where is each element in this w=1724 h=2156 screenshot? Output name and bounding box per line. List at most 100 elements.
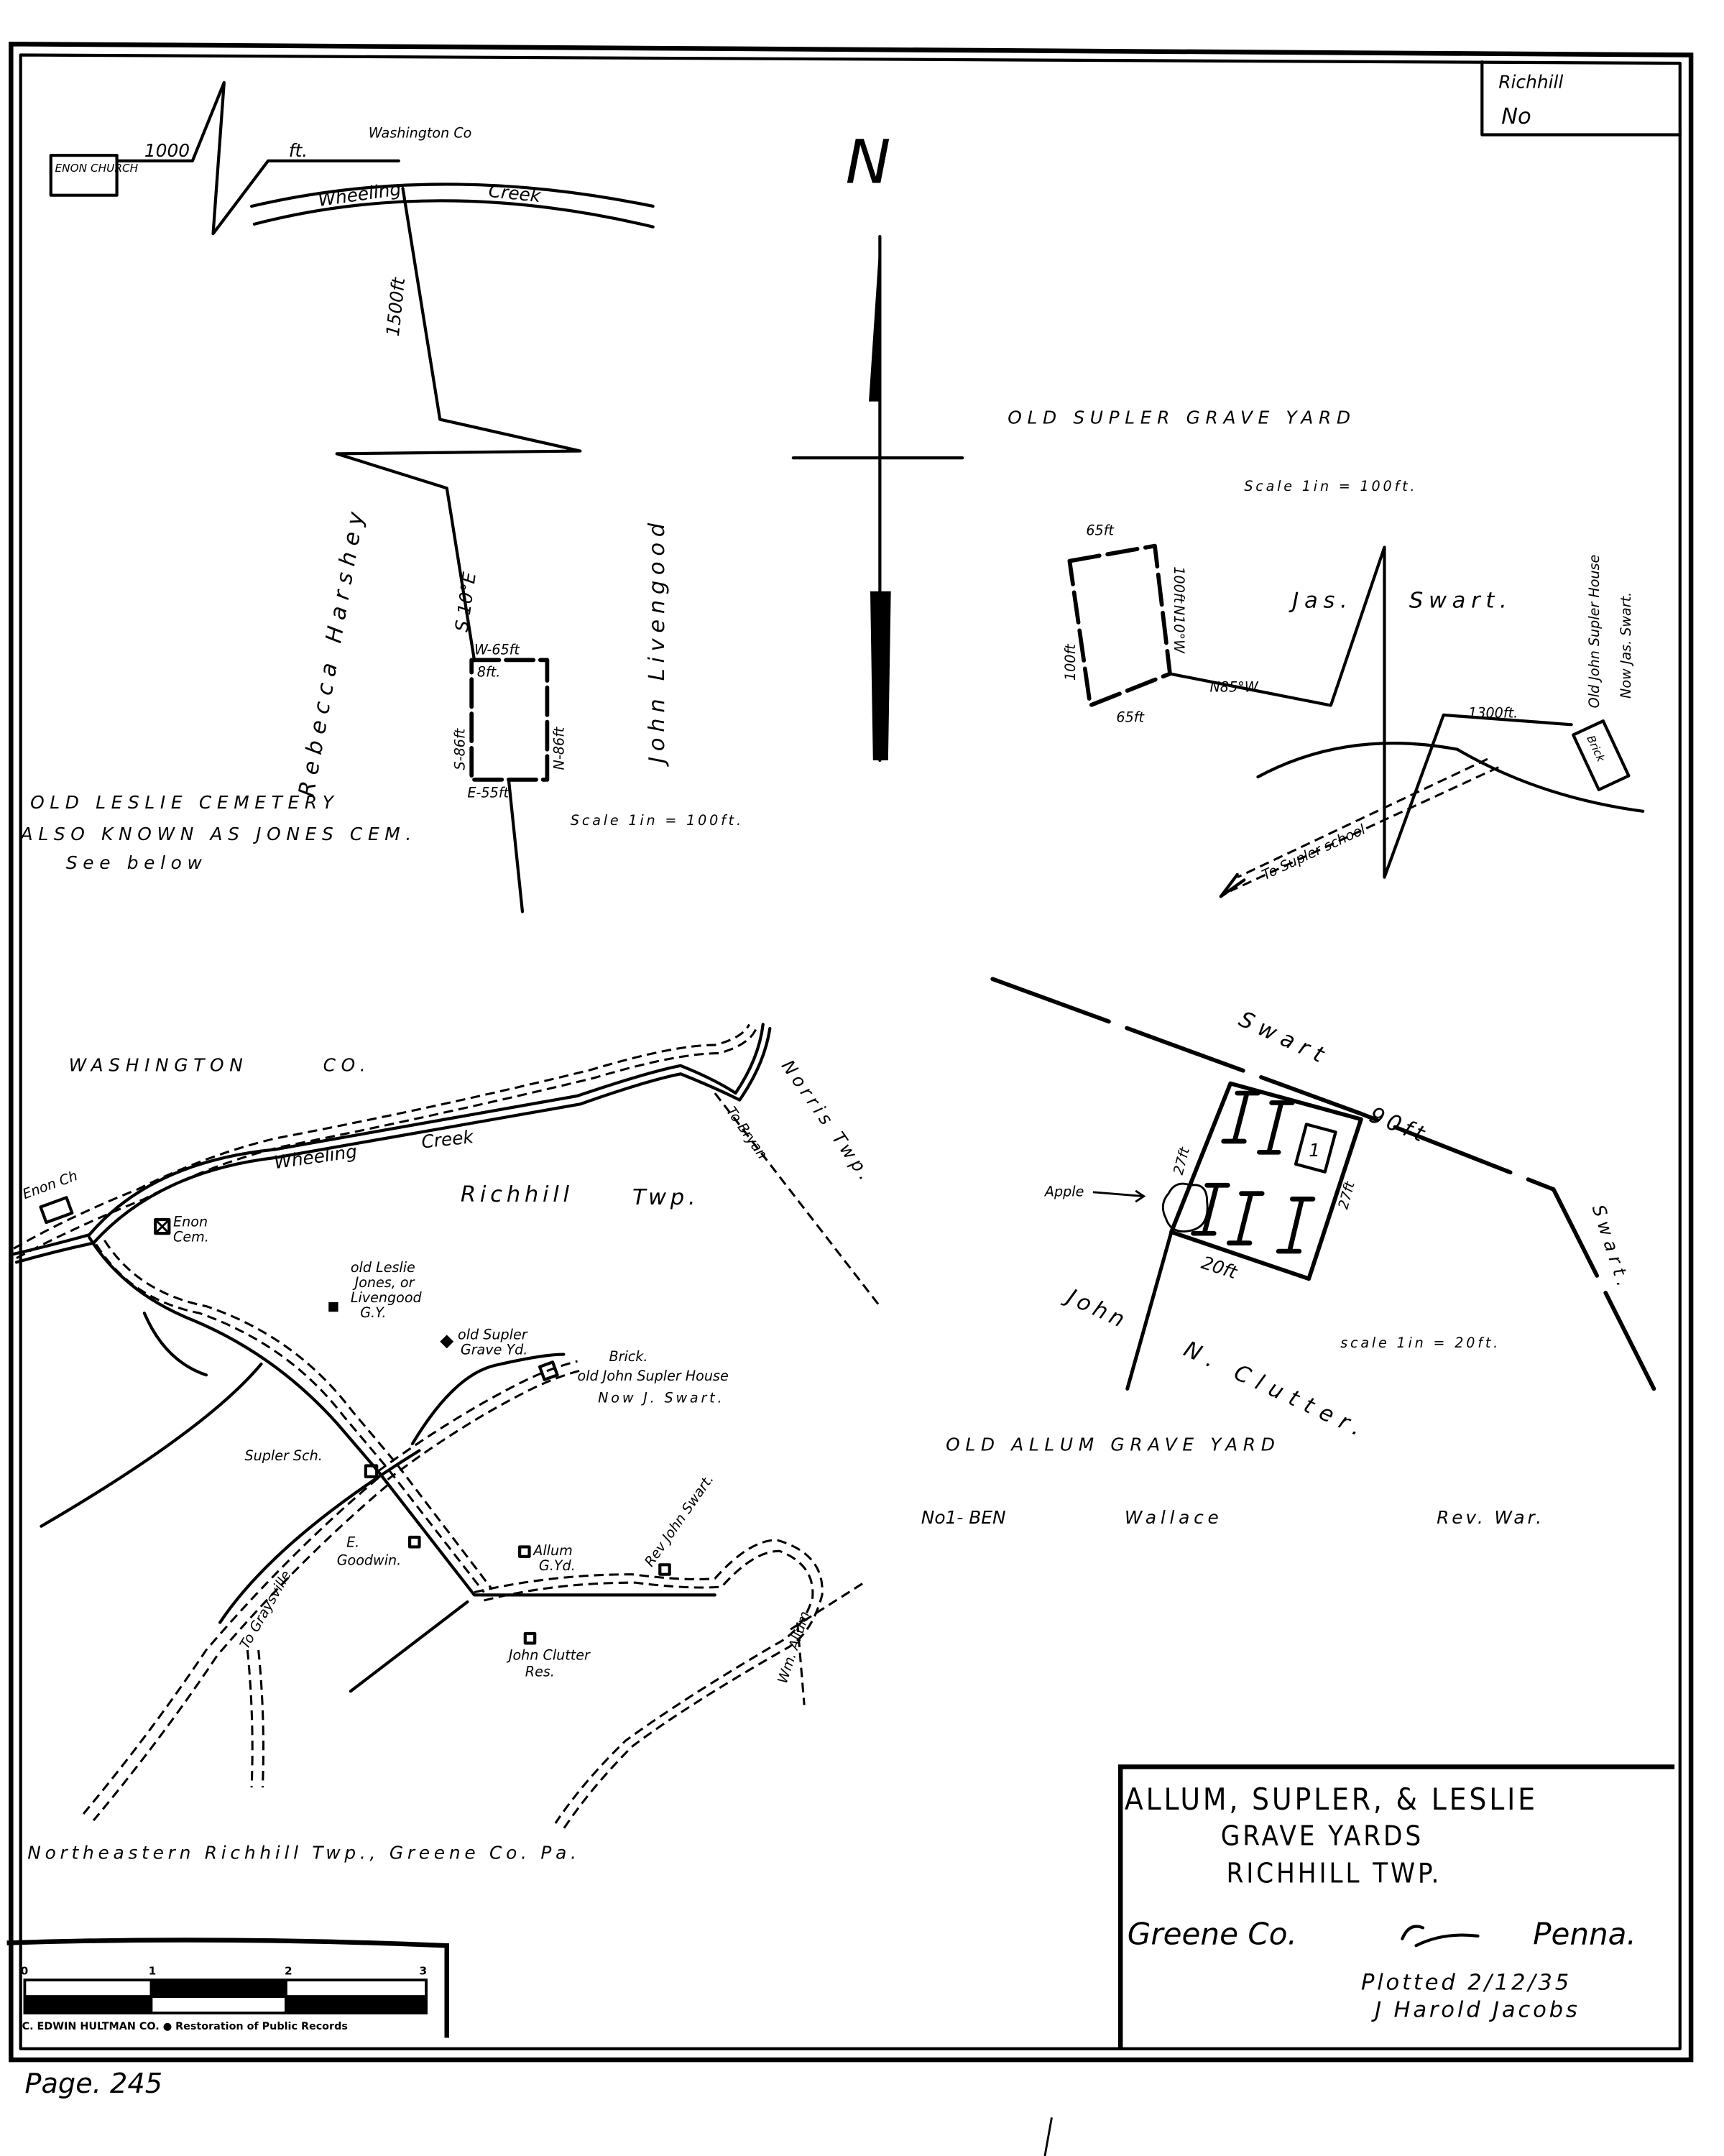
now-jas-swart: Now Jas. Swart.	[1618, 592, 1634, 699]
house-label-2: Now J. Swart.	[598, 1390, 724, 1406]
clutter-res-1: John Clutter	[506, 1646, 591, 1663]
signature-mark	[1401, 1925, 1480, 1948]
leslie-label-1: old Leslie	[351, 1259, 415, 1276]
leslie-scale: Scale 1in = 100ft.	[571, 812, 744, 829]
leslie-label-4: G.Y.	[360, 1304, 386, 1321]
enon-church-label: ENON CHURCH	[55, 162, 139, 175]
leslie-see-below: See below	[66, 852, 208, 873]
north-arrow: N	[791, 126, 964, 763]
supler-top-label: 65ft	[1086, 522, 1115, 538]
supler-school: Supler Sch.	[245, 1447, 323, 1464]
apple-label: Apple	[1043, 1184, 1084, 1200]
leslie-marker	[328, 1302, 338, 1312]
area-creek: Creek	[420, 1126, 476, 1153]
scale-tick-1: 1	[149, 1964, 157, 1977]
inner-label: 8ft.	[477, 663, 500, 680]
supler-gy-2: Grave Yd.	[461, 1342, 527, 1358]
corner-township: Richhill	[1498, 71, 1563, 92]
title-block: ALLUM, SUPLER, & LESLIE GRAVE YARDS RICH…	[1117, 1764, 1675, 2049]
owner-john-livengood: John Livengood	[645, 517, 670, 768]
scale-credit: C. EDWIN HULTMAN CO. ● Restoration of Pu…	[22, 2021, 348, 2032]
left-27ft: 27ft	[1170, 1144, 1194, 1176]
to-bryan: To Bryan	[723, 1104, 771, 1162]
area-map-caption: Northeastern Richhill Twp., Greene Co. P…	[27, 1843, 580, 1864]
area-twp: Twp.	[632, 1185, 699, 1210]
supler-right-bearing: N10°W	[1171, 605, 1187, 654]
john-label: John	[1059, 1283, 1132, 1335]
goodwin-1: E.	[346, 1534, 359, 1550]
supler-scale: Scale 1in = 100ft.	[1244, 478, 1417, 494]
n-clutter-label: N. Clutter.	[1180, 1337, 1373, 1445]
allum-gy-2: G.Yd.	[539, 1557, 576, 1574]
scale-bar: 0 1 2 3 C. EDWIN HULTMAN CO. ● Restorati…	[6, 1938, 450, 2038]
wm-allum: Wm. Allum	[774, 1609, 813, 1685]
burial-number: No1- BEN	[921, 1507, 1006, 1528]
supler-left-label: 100ft	[1062, 643, 1079, 681]
co-label: CO.	[323, 1054, 372, 1075]
swart-right-label: Swart.	[1588, 1202, 1636, 1294]
area-map: WASHINGTON CO. Wheeling Creek Richhill T…	[12, 1023, 881, 1864]
goodwin-2: Goodwin.	[337, 1552, 402, 1568]
scale-tick-0: 0	[21, 1964, 29, 1977]
corner-number-label: No	[1501, 104, 1531, 129]
to-graysville: To Graysville	[236, 1567, 295, 1651]
grave-number-1: 1	[1309, 1140, 1320, 1161]
rev-john-swart: Rev John Swart.	[641, 1471, 716, 1570]
scale-tick-2: 2	[285, 1964, 292, 1977]
state-label: Penna.	[1533, 1916, 1636, 1951]
county-label: Greene Co.	[1128, 1916, 1297, 1951]
supler-distance-1300: 1300ft.	[1468, 705, 1518, 722]
supler-title: OLD SUPLER GRAVE YARD	[1008, 407, 1355, 428]
side-w-label: W-65ft	[474, 642, 520, 658]
supler-gy-1: old Supler	[458, 1327, 528, 1343]
supler-plat: OLD SUPLER GRAVE YARD Scale 1in = 100ft.…	[1008, 407, 1645, 898]
clutter-res-2: Res.	[525, 1663, 555, 1680]
title-line-2: GRAVE YARDS	[1221, 1820, 1424, 1853]
enon-cem-marker	[154, 1217, 171, 1235]
apple-tree-icon	[1161, 1182, 1209, 1233]
brick-label: Brick.	[609, 1348, 647, 1365]
burial-note: Rev. War.	[1437, 1507, 1544, 1528]
enon-cem-1: Enon	[173, 1214, 208, 1230]
burial-name: Wallace	[1125, 1507, 1223, 1528]
distance-90ft: 90ft	[1366, 1102, 1432, 1148]
side-e-label: E-55ft	[467, 785, 510, 801]
side-s-label: S-86ft	[452, 727, 469, 770]
north-label: N	[846, 126, 891, 197]
title-line-3: RICHHILL TWP.	[1226, 1857, 1442, 1889]
supler-right-top-label: 100ft	[1171, 566, 1187, 604]
leslie-label-3: Livengood	[351, 1289, 423, 1306]
allum-plat: Swart 90ft Swart. 1 Apple 27ft 27ft 20ft…	[921, 977, 1656, 1528]
washington-label: WASHINGTON	[69, 1054, 249, 1075]
scale-tick-3: 3	[419, 1964, 427, 1977]
owner-swart: Swart.	[1409, 589, 1512, 614]
allum-gy-1: Allum	[532, 1542, 572, 1559]
leslie-title: OLD LESLIE CEMETERY	[30, 792, 339, 813]
graves	[1191, 1090, 1316, 1254]
leslie-plat: ENON CHURCH 1000 ft. Washington Co Wheel…	[19, 80, 744, 913]
norris-twp: Norris Twp.	[778, 1056, 878, 1187]
distance-ft: ft.	[289, 140, 308, 161]
leslie-aka: ALSO KNOWN AS JONES CEM.	[19, 824, 417, 844]
old-john-supler-house: Old John Supler House	[1586, 555, 1603, 709]
brick-house-label: Brick	[1584, 734, 1608, 765]
leslie-label-2: Jones, or	[352, 1274, 415, 1291]
title-line-1: ALLUM, SUPLER, & LESLIE	[1125, 1782, 1538, 1817]
allum-title: OLD ALLUM GRAVE YARD	[946, 1434, 1280, 1455]
supler-bearing-n85w: N85°W	[1210, 678, 1259, 695]
corner-box: Richhill No	[1480, 60, 1682, 137]
house-label-1: old John Supler House	[577, 1368, 728, 1384]
supler-gy-marker	[440, 1335, 454, 1349]
allum-scale: scale 1in = 20ft.	[1340, 1335, 1501, 1351]
washington-co-label: Washington Co	[369, 124, 472, 141]
enon-ch: Enon Ch	[20, 1167, 80, 1202]
plotted-date: Plotted 2/12/35	[1361, 1970, 1572, 1995]
bearing-s10e: S 10°E	[451, 571, 480, 633]
owner-jas: Jas.	[1288, 589, 1352, 614]
distance-1500: 1500ft	[382, 276, 410, 338]
side-n-label: N-86ft	[550, 726, 567, 770]
distance-1000: 1000	[144, 140, 190, 161]
page-label: Page. 245	[24, 2068, 162, 2100]
to-supler-school: To Supler school	[1259, 821, 1368, 883]
